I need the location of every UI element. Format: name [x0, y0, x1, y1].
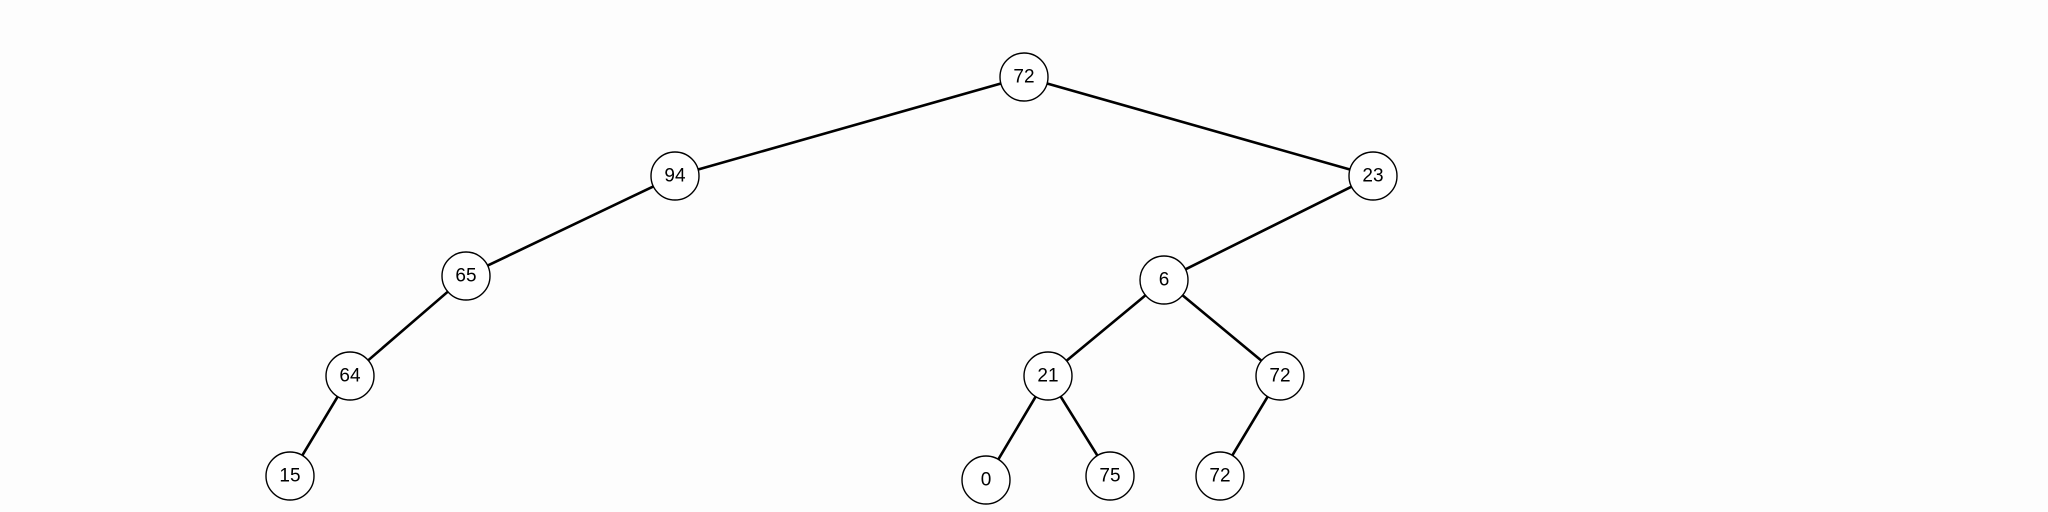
tree-node: 75 — [1085, 451, 1135, 501]
tree-node-circle — [1085, 451, 1135, 501]
tree-node-circle — [650, 151, 700, 201]
tree-node-value: 72 — [1269, 366, 1290, 387]
tree-node-value: 15 — [279, 466, 300, 487]
tree-node-value: 72 — [1209, 466, 1230, 487]
tree-edges — [300, 82, 1353, 461]
tree-edge — [1045, 82, 1352, 171]
tree-node-circle — [441, 251, 491, 301]
tree-node-circle — [999, 52, 1049, 102]
tree-node-circle — [1348, 151, 1398, 201]
tree-edge — [996, 395, 1037, 461]
tree-node-circle — [1195, 451, 1245, 501]
tree-edge — [1231, 395, 1269, 457]
tree-node: 65 — [441, 251, 491, 301]
tree-node: 6 — [1139, 255, 1189, 305]
tree-node-value: 94 — [664, 166, 686, 187]
tree-node: 72 — [1255, 351, 1305, 401]
tree-node: 15 — [265, 451, 315, 501]
tree-edge — [300, 395, 340, 457]
tree-nodes: 72 94 23 65 6 64 21 72 15 0 75 72 — [265, 52, 1398, 505]
tree-edge — [696, 82, 1003, 171]
tree-edge — [366, 290, 450, 362]
tree-node-value: 21 — [1037, 366, 1058, 387]
tree-node: 64 — [325, 351, 375, 401]
tree-node-circle — [1139, 255, 1189, 305]
tree-node: 72 — [1195, 451, 1245, 501]
tree-edge — [1184, 185, 1353, 271]
tree-node-value: 72 — [1013, 67, 1034, 88]
tree-node-value: 23 — [1362, 166, 1383, 187]
tree-node-circle — [265, 451, 315, 501]
tree-node-value: 64 — [339, 366, 361, 387]
tree-edge — [1059, 395, 1099, 457]
tree-node-value: 6 — [1159, 270, 1170, 291]
tree-node: 21 — [1023, 351, 1073, 401]
tree-node-circle — [961, 455, 1011, 505]
tree-node-circle — [325, 351, 375, 401]
tree-edge — [1181, 293, 1263, 363]
tree-node-value: 75 — [1099, 466, 1120, 487]
tree-edge — [486, 185, 655, 267]
tree-node: 94 — [650, 151, 700, 201]
tree-node-circle — [1023, 351, 1073, 401]
tree-node-value: 0 — [981, 470, 992, 491]
tree-node: 0 — [961, 455, 1011, 505]
tree-node-value: 65 — [455, 266, 476, 287]
tree-node: 72 — [999, 52, 1049, 102]
tree-node-circle — [1255, 351, 1305, 401]
tree-edge — [1065, 293, 1147, 363]
tree-node: 23 — [1348, 151, 1398, 201]
